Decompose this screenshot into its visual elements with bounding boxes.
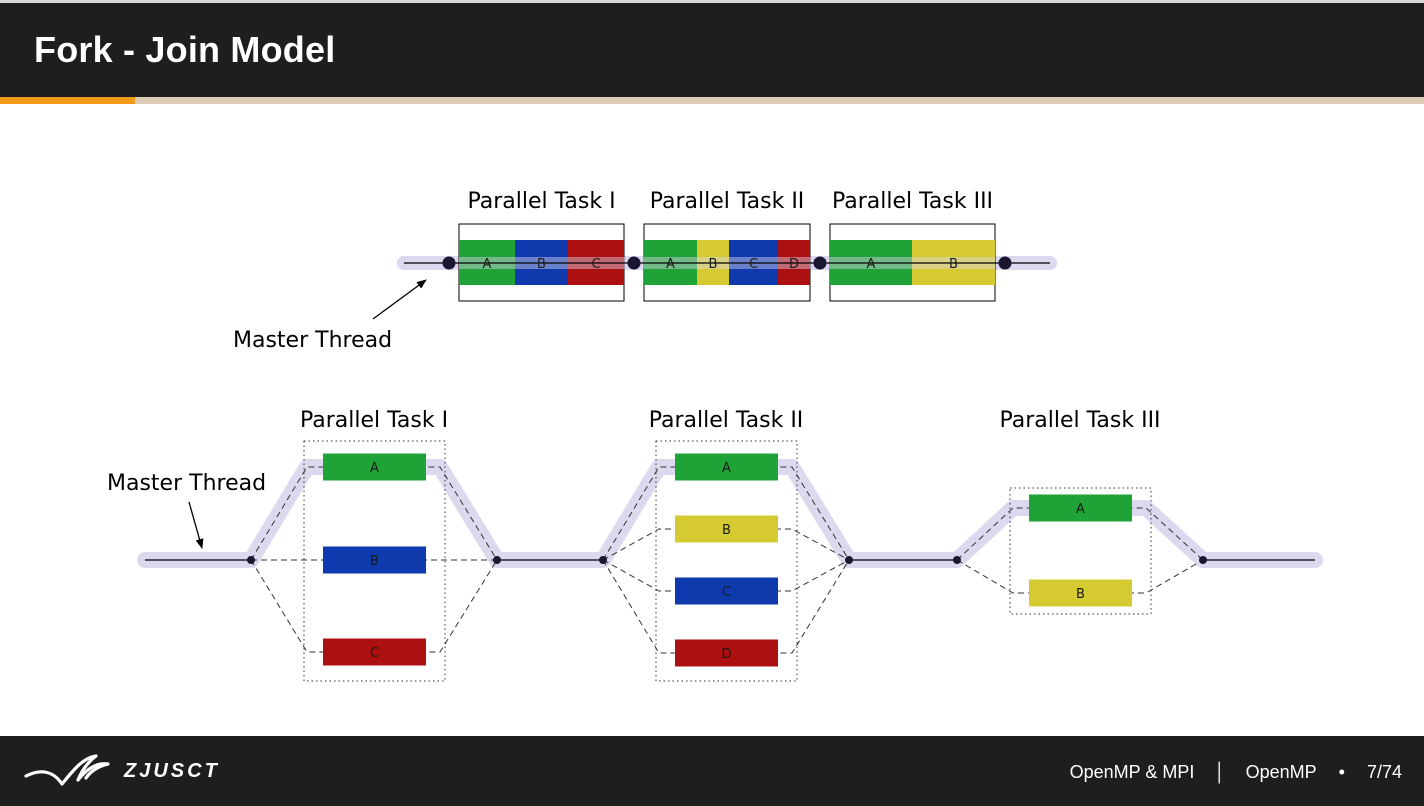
work-block-label: B — [370, 554, 379, 569]
work-block-label: D — [789, 257, 799, 272]
join-node — [1199, 556, 1207, 564]
master-thread-highlight-path — [137, 459, 1323, 568]
task-label-parallel-task-ii: Parallel Task II — [649, 408, 804, 433]
footer-course: OpenMP & MPI — [1069, 762, 1195, 782]
master-thread-label-top: Master Thread — [233, 328, 392, 353]
fork-join-diagram: A B C Parallel Task I A B C D Parallel Task II A B… — [107, 189, 1323, 682]
work-block-label: B — [949, 257, 958, 272]
work-block-b — [675, 515, 778, 543]
sequential-diagram: A B C Parallel Task I A B C D Parallel Task II A B… — [233, 189, 1057, 353]
work-block-label: D — [721, 647, 731, 662]
task-region-parallel-task-i — [303, 440, 446, 682]
task-label-parallel-task-ii: Parallel Task II — [650, 189, 805, 214]
work-block-label: C — [591, 257, 600, 272]
master-thread-arrow — [372, 279, 427, 320]
footer-separator: │ — [1214, 762, 1226, 782]
work-block-label: A — [1076, 502, 1085, 517]
work-block-label: B — [537, 257, 546, 272]
progress-bar-fill — [0, 97, 135, 104]
work-block-label: A — [722, 461, 731, 476]
work-block-label: A — [483, 257, 492, 272]
task-label-parallel-task-iii: Parallel Task III — [832, 189, 993, 214]
work-block-label: B — [709, 257, 718, 272]
fork-node — [247, 556, 255, 564]
work-block-label: A — [867, 257, 876, 272]
top-strip — [0, 0, 1424, 3]
sync-node — [813, 256, 827, 270]
work-block-b — [323, 546, 426, 574]
thread-path-c — [250, 559, 498, 653]
logo-text: ZJUSCT — [124, 760, 220, 782]
fork-node — [599, 556, 607, 564]
work-block-label: C — [722, 585, 731, 600]
master-thread-arrow — [188, 501, 204, 549]
task-label-parallel-task-i: Parallel Task I — [467, 189, 615, 214]
sync-node — [627, 256, 641, 270]
master-thread-label-bottom: Master Thread — [107, 471, 266, 496]
fork-node — [953, 556, 961, 564]
work-block-label: B — [722, 523, 731, 538]
join-node — [493, 556, 501, 564]
footer-section: OpenMP — [1245, 762, 1317, 782]
work-block-c — [323, 638, 426, 666]
task-label-parallel-task-i: Parallel Task I — [300, 408, 448, 433]
task-region-parallel-task-ii — [655, 440, 798, 682]
zjusct-logo-icon — [24, 754, 110, 786]
thread-path-d — [602, 559, 850, 654]
join-node — [845, 556, 853, 564]
work-block-label: C — [749, 257, 758, 272]
progress-bar — [0, 97, 1424, 104]
footer-bullet: • — [1338, 762, 1345, 782]
slide-footer: ZJUSCT OpenMP & MPI │ OpenMP • 7/74 — [0, 736, 1424, 806]
work-block-a — [1029, 494, 1132, 522]
footer-nav: OpenMP & MPI │ OpenMP • 7/74 — [1070, 762, 1402, 783]
work-block-c — [675, 577, 778, 605]
sync-node — [998, 256, 1012, 270]
work-block-a — [675, 453, 778, 481]
work-block-a — [323, 453, 426, 481]
work-block-b — [1029, 579, 1132, 607]
fork-join-graph: A B C Parallel Task I A B C D Parallel Task II A B… — [107, 408, 1323, 682]
sync-node — [442, 256, 456, 270]
slide-title: Fork - Join Model — [34, 29, 336, 70]
work-block-label: A — [370, 461, 379, 476]
work-block-d — [675, 639, 778, 667]
task-label-parallel-task-iii: Parallel Task III — [999, 408, 1160, 433]
work-block-label: A — [666, 257, 675, 272]
task-region-parallel-task-iii — [1009, 487, 1152, 615]
slide-header: Fork - Join Model — [0, 3, 1424, 97]
work-block-label: B — [1076, 587, 1085, 602]
work-block-label: C — [370, 646, 379, 661]
footer-page-number: 7/74 — [1366, 762, 1402, 782]
